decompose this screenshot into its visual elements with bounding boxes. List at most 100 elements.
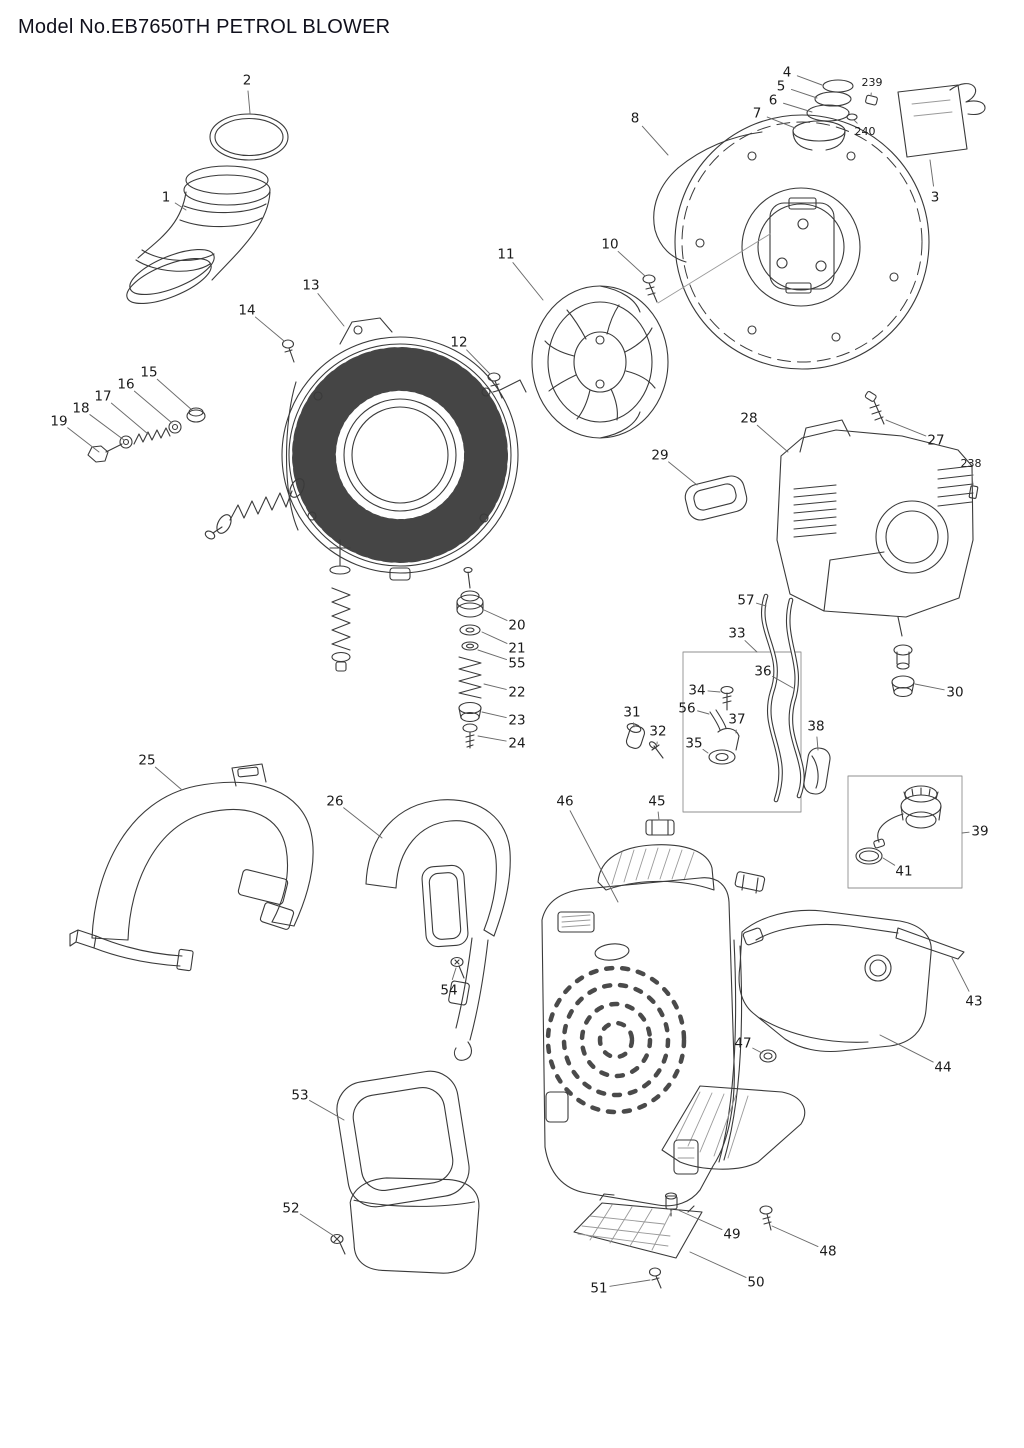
part-label-17: 17: [94, 389, 111, 405]
part-label-7: 7: [753, 106, 762, 122]
part-label-11: 11: [497, 247, 514, 263]
leader-line-7: [766, 116, 796, 129]
part-grip-38: [803, 747, 831, 795]
leader-line-48: [771, 1225, 819, 1247]
leader-line-10: [617, 250, 646, 277]
part-label-27: 27: [927, 433, 944, 449]
part-screw-10: [642, 274, 658, 303]
part-label-5: 5: [777, 79, 786, 95]
leader-line-31: [632, 722, 635, 728]
leader-line-34: [707, 690, 721, 693]
leader-line-5: [790, 89, 818, 99]
leader-line-25: [154, 766, 183, 791]
part-label-25: 25: [138, 753, 155, 769]
leader-line-21: [481, 631, 508, 644]
leader-line-22: [483, 683, 507, 690]
leader-line-11: [512, 262, 544, 301]
part-label-4: 4: [783, 65, 792, 81]
leader-line-238: [971, 473, 974, 487]
leader-line-3: [929, 159, 935, 187]
leader-line-53: [309, 1099, 345, 1121]
part-label-49: 49: [723, 1227, 740, 1243]
leader-line-36: [772, 675, 794, 689]
leader-line-16: [133, 390, 173, 424]
leader-line-38: [816, 736, 819, 751]
part-label-36: 36: [754, 664, 771, 680]
leader-line-13: [317, 293, 345, 327]
leader-line-26: [343, 807, 383, 839]
part-shoulder-harness: [69, 763, 314, 972]
part-shoulder-strap: [365, 799, 511, 1061]
leader-line-57: [756, 602, 767, 607]
leader-line-4: [796, 75, 823, 86]
part-guard-net: [573, 1193, 703, 1259]
part-label-1: 1: [162, 190, 171, 206]
leader-line-27: [885, 419, 927, 437]
part-label-41: 41: [895, 864, 912, 880]
part-label-6: 6: [769, 93, 778, 109]
part-label-37: 37: [728, 712, 745, 728]
part-label-51: 51: [590, 1281, 607, 1297]
leader-line-41: [882, 857, 896, 866]
leader-line-18: [89, 414, 125, 441]
part-label-238: 238: [961, 457, 982, 470]
part-screw-52: [330, 1233, 346, 1255]
part-label-44: 44: [934, 1060, 951, 1076]
part-label-29: 29: [651, 448, 668, 464]
part-cushion-frame: [336, 1070, 470, 1208]
part-label-15: 15: [140, 365, 157, 381]
part-label-8: 8: [631, 111, 640, 127]
part-label-45: 45: [648, 794, 665, 810]
leader-line-29: [668, 461, 698, 486]
part-backpack-frame: [541, 844, 806, 1207]
part-spring-assembly: [204, 478, 305, 540]
leader-line-24: [477, 735, 507, 742]
part-label-48: 48: [819, 1244, 836, 1260]
leader-line-8: [641, 125, 669, 156]
part-label-53: 53: [291, 1088, 308, 1104]
part-fuel-tubes: [682, 593, 805, 813]
part-blower-housing-cover: [653, 114, 930, 370]
part-fuel-cap-detail: [847, 775, 963, 889]
leader-line-35: [702, 748, 709, 754]
leader-line-6: [783, 102, 813, 113]
part-label-33: 33: [728, 626, 745, 642]
part-parts-bag: [897, 83, 986, 158]
leader-line-23: [481, 711, 507, 719]
leader-line-19: [67, 427, 100, 453]
part-label-239: 239: [862, 76, 883, 89]
part-clamp-45: [645, 819, 766, 894]
part-label-20: 20: [508, 618, 525, 634]
leader-line-49: [677, 1209, 723, 1231]
part-screw-51: [648, 1267, 662, 1289]
leader-line-56: [697, 710, 710, 715]
part-label-240: 240: [855, 125, 876, 138]
part-fan-mount-stack: [456, 566, 484, 749]
part-label-19: 19: [50, 414, 67, 430]
leader-line-1: [174, 202, 187, 211]
part-label-55: 55: [508, 656, 525, 672]
leader-line-14: [254, 316, 285, 342]
part-screw-48: [759, 1205, 773, 1231]
part-screw-27: [864, 391, 885, 425]
part-label-26: 26: [326, 794, 343, 810]
part-label-14: 14: [238, 303, 255, 319]
leader-line-17: [110, 402, 149, 435]
part-label-38: 38: [807, 719, 824, 735]
part-scraper-43: [895, 927, 965, 960]
part-elbow-pipe: [126, 165, 271, 305]
part-label-32: 32: [649, 724, 666, 740]
leader-line-51: [609, 1279, 651, 1287]
part-cover-29: [684, 475, 748, 521]
part-label-23: 23: [508, 713, 525, 729]
callout-labels: 1234567810111213141516171819202155222324…: [50, 65, 988, 1297]
part-fan-impeller: [531, 285, 669, 439]
part-label-54: 54: [440, 983, 457, 999]
part-clip-238: [968, 485, 979, 499]
part-vibration-mount: [329, 539, 351, 672]
leader-line-47: [752, 1047, 763, 1054]
leader-line-2: [247, 90, 251, 114]
part-label-22: 22: [508, 685, 525, 701]
part-label-12: 12: [450, 335, 467, 351]
